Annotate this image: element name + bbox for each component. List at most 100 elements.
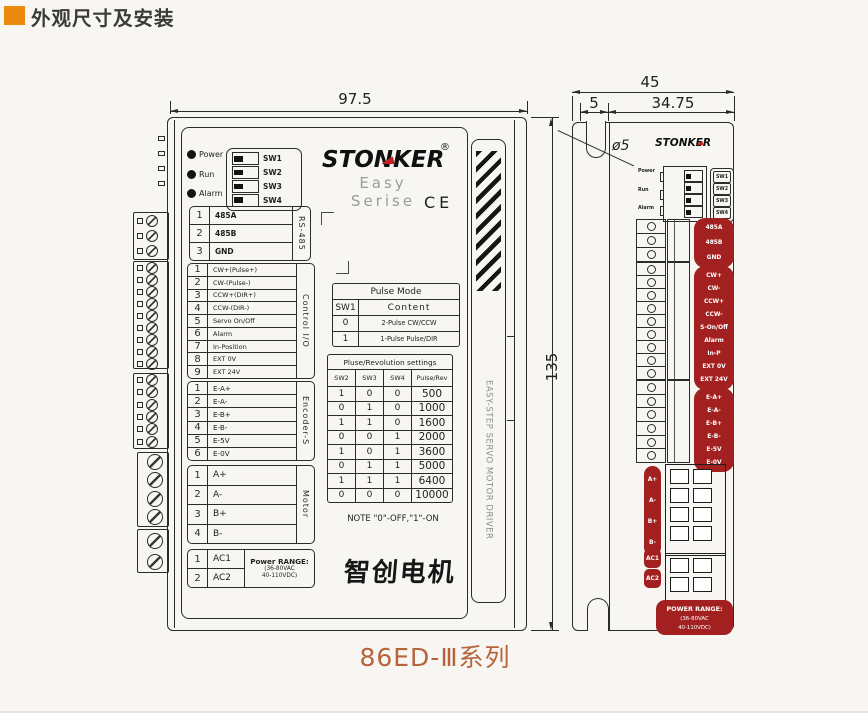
sw2-value: 1 xyxy=(328,445,356,459)
extension-line xyxy=(531,117,559,118)
dip-switch-label: SW1 xyxy=(263,154,282,164)
sw2-value: 0 xyxy=(328,459,356,473)
rev-table-title: Pluse/Revolution settings xyxy=(328,355,452,370)
pin-number: 2 xyxy=(190,225,210,242)
screw-icon xyxy=(147,553,163,570)
ac-terminal-block xyxy=(665,553,726,603)
power-range-title: Power RANGE: xyxy=(250,556,309,566)
table-row: 3 CCW+(DIR+) xyxy=(188,289,296,303)
led-icon xyxy=(187,169,196,179)
table-row: 2 AC2 xyxy=(188,569,244,587)
terminal-label: B+ xyxy=(647,518,658,525)
rev-table-header: SW2 SW3 SW4 Pulse/Rev xyxy=(328,370,452,387)
dip-switch-icon[interactable] xyxy=(684,206,703,218)
pin-label: EXT 24V xyxy=(213,368,241,377)
terminal-label: CW- xyxy=(707,285,721,292)
table-row: 1 485A xyxy=(190,207,292,225)
dip-switch-icon[interactable] xyxy=(684,194,703,206)
dim-body-label: 34.75 xyxy=(651,94,695,112)
pin-number: 1 xyxy=(188,382,208,395)
screw-icon xyxy=(146,298,158,310)
power-range-cell: Power RANGE: (36-80VAC 40-110VDC) xyxy=(244,550,314,587)
pin-number: 1 xyxy=(188,550,208,568)
dim-arrow xyxy=(580,109,588,114)
table-row: 4 E-B- xyxy=(188,421,296,435)
dim-height-line xyxy=(552,118,553,630)
screw-icon xyxy=(147,490,163,507)
terminal-cell xyxy=(693,558,712,573)
table-row: 1 A+ xyxy=(188,466,296,486)
dip-switch-label: SW4 xyxy=(263,195,282,205)
dim-width-line xyxy=(170,111,527,112)
screw-icon xyxy=(146,322,158,334)
terminal-pin xyxy=(137,217,143,224)
logo-series-text: Easy Serise xyxy=(350,174,416,210)
pin-number: 3 xyxy=(190,243,210,260)
screw-icon xyxy=(146,286,158,298)
pin-number: 5 xyxy=(188,315,208,327)
pin-number: 3 xyxy=(188,505,208,524)
table-row: 9 EXT 24V xyxy=(188,366,296,378)
screw-group-io xyxy=(636,262,666,380)
screw-icon xyxy=(646,222,656,231)
dip-switch-icon[interactable] xyxy=(232,166,259,180)
power-range-line: (36-80VAC xyxy=(680,615,709,622)
dip-switch-icon[interactable] xyxy=(684,170,703,182)
screw-icon xyxy=(646,382,656,392)
dip-switch-row: SW4 xyxy=(232,193,296,207)
dip-switch-icon[interactable] xyxy=(232,193,259,207)
led-row: Run xyxy=(187,169,235,179)
terminal-strip-motor xyxy=(137,452,169,527)
table-row: 1 AC1 xyxy=(188,550,244,569)
pulse-rev-value: 10000 xyxy=(415,489,449,502)
terminal-cell xyxy=(670,577,689,592)
pulse-rev-value: 5000 xyxy=(418,460,446,473)
dip-switch-icon[interactable] xyxy=(232,152,259,166)
dip-switch-icon[interactable] xyxy=(232,179,259,193)
dip-switch-icon[interactable] xyxy=(684,182,703,194)
terminal-cell xyxy=(693,577,712,592)
screw-icon xyxy=(646,368,656,378)
pulse-rev-value: 1000 xyxy=(418,402,446,415)
body-edge-line xyxy=(174,120,175,628)
table-row: 5 E-5V xyxy=(188,434,296,448)
terminal-label: A- xyxy=(648,497,656,504)
table-row: 2 A- xyxy=(188,485,296,505)
pin-label: E-A+ xyxy=(213,383,231,393)
pin-number: 3 xyxy=(188,408,208,421)
screw-icon xyxy=(146,214,158,227)
terminal-label: AC2 xyxy=(646,575,659,582)
dip-switch-label: SW3 xyxy=(263,181,282,191)
pin-number: 1 xyxy=(190,207,210,224)
ce-mark: CE xyxy=(424,193,454,212)
terminal-pin xyxy=(137,265,143,271)
header-sw: SW1 xyxy=(333,300,359,315)
table-side-label: Motor xyxy=(301,490,310,519)
terminal-label: S-On/Off xyxy=(700,324,728,331)
screw-icon xyxy=(146,274,158,286)
sw3-value: 0 xyxy=(356,445,384,459)
dim-body-line xyxy=(608,112,734,113)
dim-arrow xyxy=(600,109,608,114)
led-label: Run xyxy=(638,187,649,193)
terminal-label: CCW+ xyxy=(703,298,725,305)
pulse-mode-table: Pulse Mode SW1 Content 0 2-Pulse CW/CCW … xyxy=(332,283,460,347)
screw-icon xyxy=(146,358,158,370)
dim-width-label: 97.5 xyxy=(338,90,372,108)
terminal-label: CCW- xyxy=(705,311,723,318)
table-side-column: Control I/O xyxy=(296,264,314,378)
extension-line xyxy=(572,96,573,121)
screw-icon xyxy=(646,264,656,274)
terminal-cell xyxy=(693,507,712,522)
connector-tab xyxy=(660,206,664,216)
terminal-label: 485A xyxy=(705,225,723,232)
dip-switch-row: SW3 xyxy=(232,179,296,193)
led-row: Power xyxy=(187,150,235,159)
dim-height-label: 135 xyxy=(543,352,561,382)
screw-icon xyxy=(146,374,158,387)
screw-icon xyxy=(646,410,656,420)
mode-value: 2-Pulse CW/CCW xyxy=(381,319,437,328)
sw3-value: 0 xyxy=(356,387,384,401)
